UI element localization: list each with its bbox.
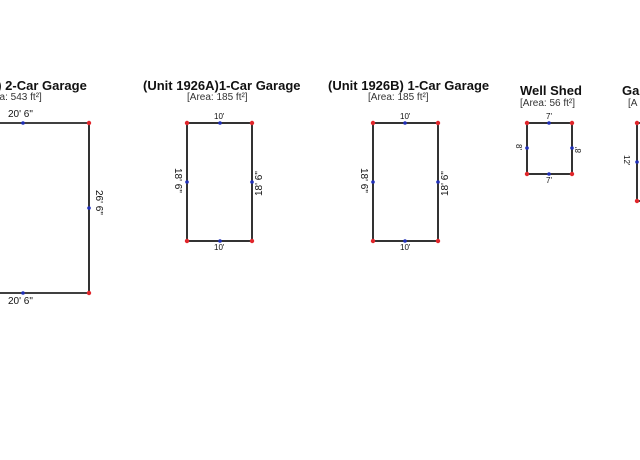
dim-top-well-shed: 7' (546, 112, 552, 121)
corner-marker (249, 238, 255, 244)
plan-title-two-car-garage: 3) 2-Car Garage (0, 78, 87, 93)
midpoint-marker (371, 180, 375, 184)
corner-marker (184, 120, 190, 126)
midpoint-marker (547, 172, 551, 176)
corner-markers (86, 120, 640, 296)
outline-two-car-garage (0, 122, 90, 294)
corner-marker (634, 198, 640, 204)
midpoint-marker (218, 121, 222, 125)
dim-bottom-well-shed: 7' (546, 176, 552, 185)
dim-bottom-unit-1926a: 10' (214, 243, 225, 252)
corner-marker (184, 238, 190, 244)
dim-top-two-car-garage: 20' 6" (8, 109, 33, 120)
dim-bottom-two-car-garage: 20' 6" (8, 296, 33, 307)
corner-marker (86, 120, 92, 126)
plan-area-unit-1926b: [Area: 185 ft²] (368, 92, 429, 103)
dim-top-unit-1926a: 10' (214, 112, 225, 121)
plan-title-unit-1926b: (Unit 1926B) 1-Car Garage (328, 78, 490, 93)
midpoint-markers (21, 121, 639, 295)
outline-unit-1926b (372, 122, 439, 242)
plan-title-unit-1926a: (Unit 1926A)1-Car Garage (143, 78, 301, 93)
midpoint-marker (218, 239, 222, 243)
midpoint-marker (436, 180, 440, 184)
plan-title-garage-partial: Ga (622, 83, 640, 98)
midpoint-marker (570, 146, 574, 150)
midpoint-marker (403, 121, 407, 125)
corner-marker (249, 120, 255, 126)
outline-well-shed (526, 122, 573, 175)
midpoint-marker (525, 146, 529, 150)
corner-marker (86, 290, 92, 296)
corner-marker (569, 120, 575, 126)
dim-top-unit-1926b: 10' (400, 112, 411, 121)
midpoint-marker (21, 121, 25, 125)
plan-area-garage-partial: [A (628, 98, 638, 109)
midpoint-marker (403, 239, 407, 243)
midpoint-marker (87, 206, 91, 210)
dim-bottom-unit-1926b: 10' (400, 243, 411, 252)
corner-marker (569, 171, 575, 177)
plan-area-well-shed: [Area: 56 ft²] (520, 98, 576, 109)
plan-title-well-shed: Well Shed (520, 83, 582, 98)
corner-marker (524, 171, 530, 177)
corner-marker (370, 120, 376, 126)
outline-unit-1926a (186, 122, 253, 242)
corner-marker (524, 120, 530, 126)
corner-marker (435, 120, 441, 126)
plan-area-unit-1926a: [Area: 185 ft²] (187, 92, 248, 103)
corner-marker (370, 238, 376, 244)
corner-marker (634, 120, 640, 126)
corner-marker (435, 238, 441, 244)
midpoint-marker (547, 121, 551, 125)
midpoint-marker (21, 291, 25, 295)
midpoint-marker (250, 180, 254, 184)
plan-area-two-car-garage: ea: 543 ft²] (0, 92, 42, 103)
midpoint-marker (185, 180, 189, 184)
midpoint-marker (635, 160, 639, 164)
